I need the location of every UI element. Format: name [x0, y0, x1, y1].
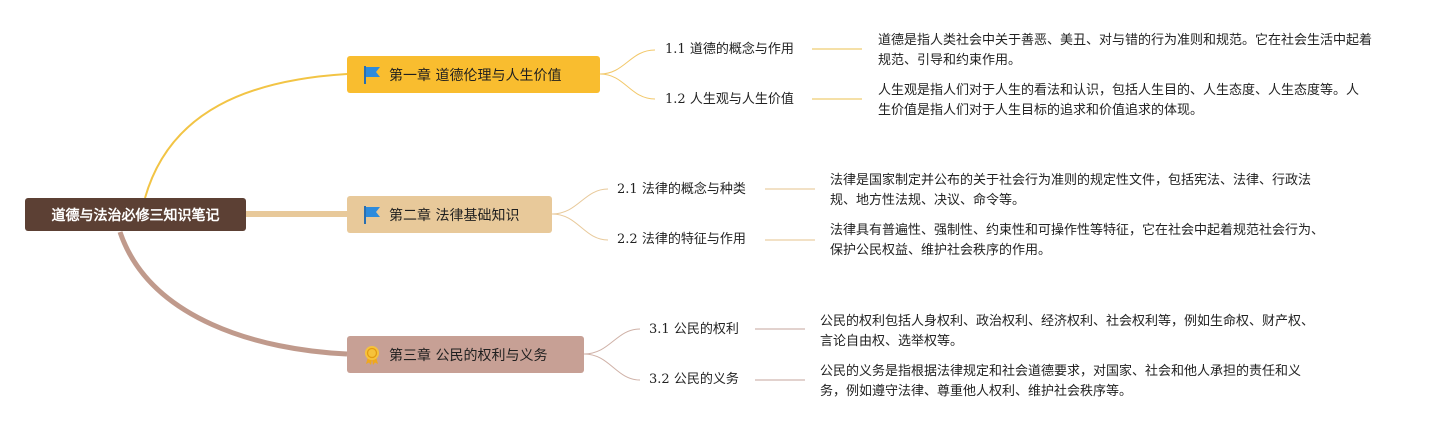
chapter-title: 第三章 公民的权利与义务 [389, 347, 548, 364]
topic-label: 公民的义务 [673, 372, 739, 387]
chapter-title: 第一章 道德伦理与人生价值 [389, 67, 562, 84]
topic-node-3-1[interactable]: 3.1 公民的权利 [649, 320, 739, 340]
branch-chapter-1-topic-1 [599, 49, 656, 75]
topic-node-1-2[interactable]: 1.2 人生观与人生价值 [665, 90, 794, 110]
root-node[interactable]: 道德与法治必修三知识笔记 [25, 198, 246, 231]
blue-flag-icon [361, 204, 383, 226]
note-1-2: 人生观是指人们对于人生的看法和认识，包括人生目的、人生态度、人生态度等。人生价值… [878, 83, 1360, 118]
chapter-title: 第二章 法律基础知识 [389, 207, 520, 224]
topic-label: 公民的权利 [673, 322, 739, 337]
topic-label: 人生观与人生价值 [689, 92, 794, 107]
topic-node-2-1[interactable]: 2.1 法律的概念与种类 [617, 180, 746, 200]
topic-number: 2.1 [617, 182, 638, 197]
branch-root-chapter-1 [144, 73, 348, 199]
note-2-1: 法律是国家制定并公布的关于社会行为准则的规定性文件，包括宪法、法律、行政法规、地… [830, 173, 1312, 208]
topic-label: 法律的特征与作用 [641, 232, 746, 247]
chapter-node-3[interactable]: 第三章 公民的权利与义务 [347, 336, 584, 373]
topic-number: 1.2 [665, 92, 686, 107]
topic-number: 1.1 [665, 42, 686, 57]
note-3-2: 公民的义务是指根据法律规定和社会道德要求，对国家、社会和他人承担的责任和义务，例… [820, 364, 1302, 399]
topic-label: 道德的概念与作用 [689, 42, 794, 57]
topic-node-1-1[interactable]: 1.1 道德的概念与作用 [665, 40, 794, 60]
award-medal-icon [361, 344, 383, 366]
note-2-2: 法律具有普遍性、强制性、约束性和可操作性等特征，它在社会中起着规范社会行为、保护… [830, 223, 1325, 258]
root-title: 道德与法治必修三知识笔记 [51, 207, 220, 224]
topic-label: 法律的概念与种类 [641, 182, 746, 197]
branch-chapter-2-topic-1 [551, 188, 609, 215]
topic-node-2-2[interactable]: 2.2 法律的特征与作用 [617, 230, 746, 250]
branch-chapter-2-topic-2 [551, 213, 609, 241]
note-3-1: 公民的权利包括人身权利、政治权利、经济权利、社会权利等，例如生命权、财产权、言论… [820, 314, 1315, 349]
branch-chapter-1-topic-2 [599, 73, 656, 100]
topic-number: 3.1 [649, 322, 670, 337]
branch-chapter-3-topic-1 [583, 328, 641, 355]
note-1-1: 道德是指人类社会中关于善恶、美丑、对与错的行为准则和规范。它在社会生活中起着规范… [878, 33, 1373, 68]
topic-number: 2.2 [617, 232, 638, 247]
blue-flag-icon [361, 64, 383, 86]
chapter-node-1[interactable]: 第一章 道德伦理与人生价值 [347, 56, 600, 93]
branch-root-chapter-3 [117, 231, 348, 357]
topic-number: 3.2 [649, 372, 670, 387]
topic-node-3-2[interactable]: 3.2 公民的义务 [649, 370, 739, 390]
chapter-node-2[interactable]: 第二章 法律基础知识 [347, 196, 552, 233]
branch-chapter-3-topic-2 [583, 353, 641, 381]
